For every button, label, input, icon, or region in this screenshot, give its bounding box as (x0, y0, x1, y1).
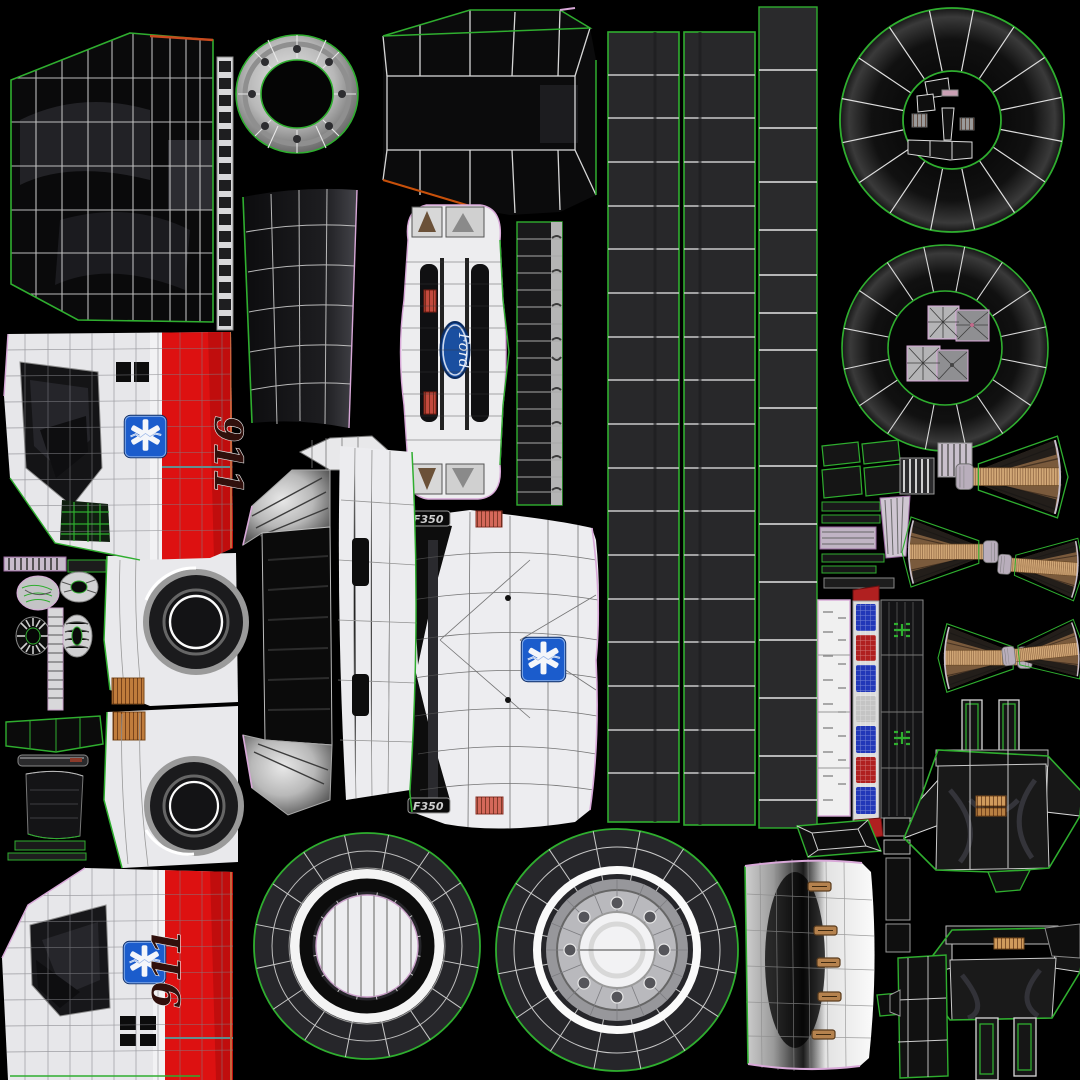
headlight-bottom (411, 463, 485, 495)
door-frame-outlines (796, 817, 914, 1017)
step-grid (60, 500, 110, 542)
hub-ring-small-4 (61, 614, 93, 658)
headlight-top (411, 206, 485, 238)
striped-trim-pieces (819, 442, 973, 589)
tire-center-islands (907, 77, 975, 161)
seat-back-uv-2 (889, 923, 1080, 1080)
lightbar-lenses (856, 604, 876, 814)
wheel-hub-ring-uv (235, 34, 359, 154)
hub-ring-small-1 (16, 575, 60, 611)
cab-roof-uv (382, 7, 597, 215)
cab-side-lower: 911 (1, 867, 233, 1080)
whitewall-tire-uv (253, 832, 481, 1060)
f350-badge-bottom: F350 (407, 797, 451, 814)
hub-ring-small-3 (15, 616, 51, 656)
emergency-light-bar-uv (817, 585, 924, 841)
hub-ring-small-2 (59, 571, 99, 603)
tire-sidewall-circle-uv (841, 244, 1049, 452)
wheel-face-uv (495, 828, 739, 1072)
seat-label-plate (993, 937, 1025, 950)
front-grille-uv: Ford (399, 204, 510, 500)
grille-slat-strip (516, 221, 563, 506)
hood-uv: F350 F350 (404, 510, 600, 829)
folded-vent-piece (899, 457, 935, 495)
star-of-life-icon (123, 414, 168, 459)
unit-number-upper: 911 (206, 416, 251, 495)
star-of-life-icon (520, 636, 567, 683)
bumper-valance (5, 715, 104, 753)
seat-back-uv-1 (903, 699, 1080, 893)
uv-pin-markers (894, 622, 910, 746)
box-panel-strip-1 (607, 31, 680, 823)
ladder-strip-small (47, 607, 64, 711)
cab-side-upper: 911 (3, 332, 252, 561)
box-panel-strip-3 (758, 6, 818, 829)
fender-arch-panels (103, 553, 249, 869)
lug-nuts (563, 896, 671, 1004)
curved-step-panel (25, 770, 84, 840)
unit-number-lower: 911 (144, 929, 189, 1008)
interior-small-parts (819, 439, 973, 589)
thin-trim-bar (17, 754, 89, 767)
svg-text:F350: F350 (413, 800, 444, 813)
cab-back-curved-panel (242, 188, 358, 429)
f350-badge-text: F350 (413, 513, 444, 526)
seat-label-plate (975, 795, 1007, 817)
box-panel-strip-2 (683, 31, 756, 826)
front-bumper-uv (242, 435, 418, 816)
windshield-trim-strip (216, 56, 234, 331)
tire-tread-circle-uv (839, 7, 1065, 233)
hubcap-squares (906, 305, 990, 382)
seat-posts-down (975, 1017, 1037, 1080)
door-hinges (807, 881, 842, 1040)
rear-door-hinge-panel (744, 858, 875, 1072)
small-parts-column (3, 556, 107, 861)
windshield-uv (10, 32, 214, 323)
